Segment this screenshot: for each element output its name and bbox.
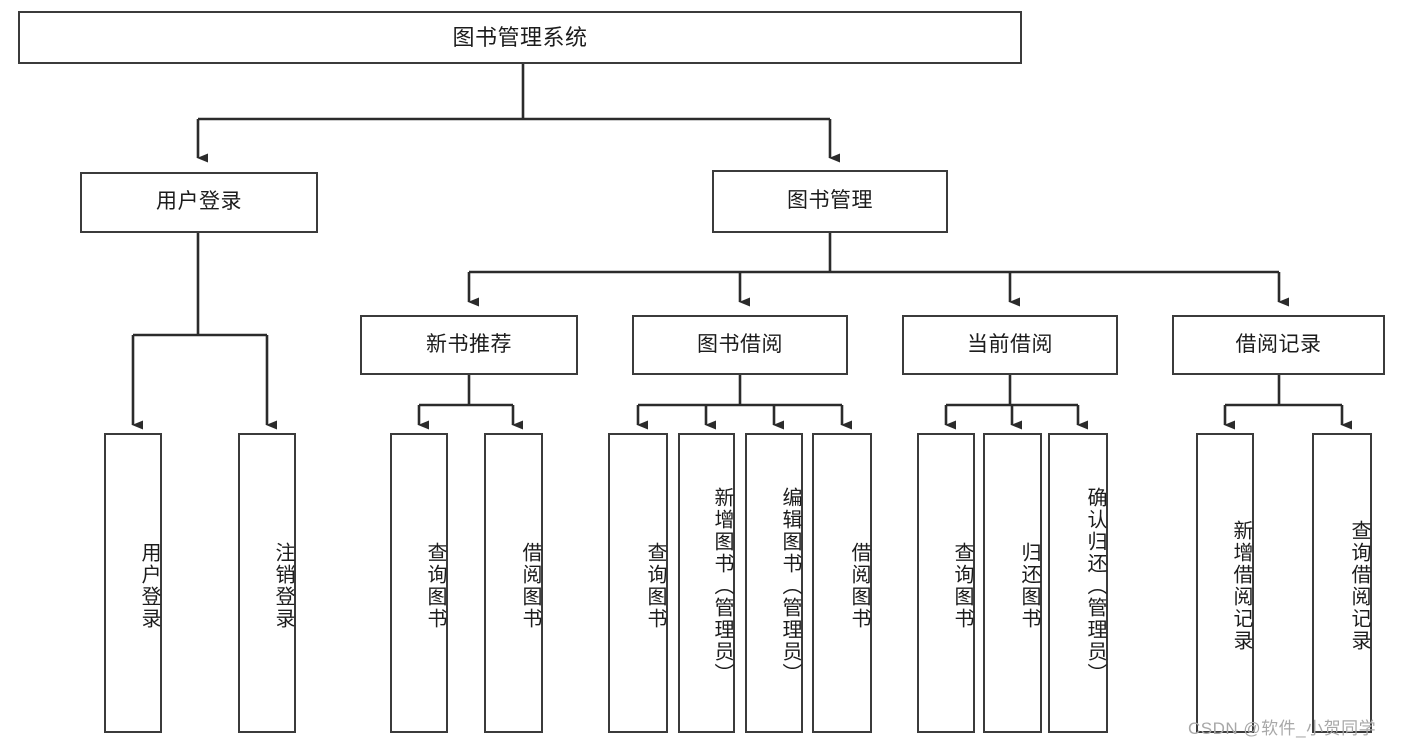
leaf-borrow-add-book-admin[interactable]: 新增图书（管理员） <box>678 433 735 733</box>
node-label: 确认归还（管理员） <box>1084 487 1106 685</box>
watermark-csdn: CSDN @软件_小贺同学 <box>1188 719 1377 738</box>
node-book-management[interactable]: 图书管理 <box>712 170 948 233</box>
node-label: 借阅图书 <box>519 542 541 630</box>
node-book-borrow[interactable]: 图书借阅 <box>632 315 848 375</box>
node-label: 新增借阅记录 <box>1230 520 1252 652</box>
node-label: 查询图书 <box>424 542 446 630</box>
leaf-new-book-query[interactable]: 查询图书 <box>390 433 448 733</box>
leaf-current-confirm-return-admin[interactable]: 确认归还（管理员） <box>1048 433 1108 733</box>
leaf-new-book-borrow[interactable]: 借阅图书 <box>484 433 543 733</box>
node-label: 图书管理 <box>787 189 873 213</box>
node-label: 借阅记录 <box>1235 332 1322 356</box>
node-label: 图书借阅 <box>697 332 783 356</box>
node-label: 新书推荐 <box>426 332 512 356</box>
leaf-borrow-query-book[interactable]: 查询图书 <box>608 433 668 733</box>
node-label: 查询借阅记录 <box>1348 520 1370 652</box>
node-label: 图书管理系统 <box>452 24 588 50</box>
leaf-borrow-borrow-book[interactable]: 借阅图书 <box>812 433 872 733</box>
node-new-book-recommend[interactable]: 新书推荐 <box>360 315 578 375</box>
leaf-user-login-signin[interactable]: 用户登录 <box>104 433 162 733</box>
node-label: 借阅图书 <box>848 542 870 630</box>
node-label: 归还图书 <box>1018 542 1040 630</box>
node-label: 注销登录 <box>272 542 294 630</box>
leaf-current-query-book[interactable]: 查询图书 <box>917 433 975 733</box>
node-borrow-record[interactable]: 借阅记录 <box>1172 315 1385 375</box>
node-label: 新增图书（管理员） <box>711 487 733 685</box>
node-label: 查询图书 <box>644 542 666 630</box>
node-label: 编辑图书（管理员） <box>779 487 801 685</box>
node-label: 当前借阅 <box>967 332 1053 356</box>
node-root-system[interactable]: 图书管理系统 <box>18 11 1022 64</box>
node-label: 查询图书 <box>951 542 973 630</box>
leaf-record-add[interactable]: 新增借阅记录 <box>1196 433 1254 733</box>
node-label: 用户登录 <box>156 190 242 214</box>
leaf-borrow-edit-book-admin[interactable]: 编辑图书（管理员） <box>745 433 803 733</box>
node-current-borrow[interactable]: 当前借阅 <box>902 315 1118 375</box>
leaf-record-query[interactable]: 查询借阅记录 <box>1312 433 1372 733</box>
leaf-current-return-book[interactable]: 归还图书 <box>983 433 1042 733</box>
node-user-login[interactable]: 用户登录 <box>80 172 318 233</box>
node-label: 用户登录 <box>138 542 160 630</box>
leaf-user-login-signout[interactable]: 注销登录 <box>238 433 296 733</box>
